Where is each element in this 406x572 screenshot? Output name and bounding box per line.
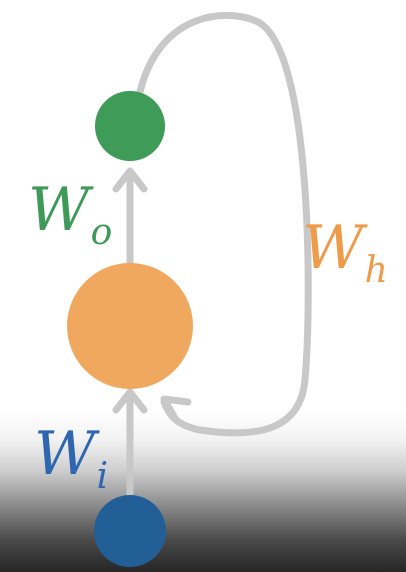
input-weight-base: W (34, 419, 96, 489)
hidden-weight-label: Wh (302, 218, 388, 289)
hidden-node (67, 263, 193, 389)
hidden-to-output-arrowhead (112, 167, 148, 193)
input-weight-label: Wi (34, 424, 108, 495)
output-node (95, 91, 165, 161)
input-weight-subscript: i (96, 456, 109, 497)
output-weight-label: Wo (28, 180, 112, 251)
input-to-hidden-arrowhead (112, 388, 148, 414)
hidden-weight-subscript: h (364, 250, 388, 291)
input-node (94, 495, 166, 567)
output-weight-subscript: o (90, 212, 113, 253)
recurrent-loop-edge (136, 11, 312, 437)
output-weight-base: W (28, 175, 90, 245)
recurrent-loop-arrowhead (160, 395, 192, 424)
hidden-weight-base: W (302, 213, 364, 283)
